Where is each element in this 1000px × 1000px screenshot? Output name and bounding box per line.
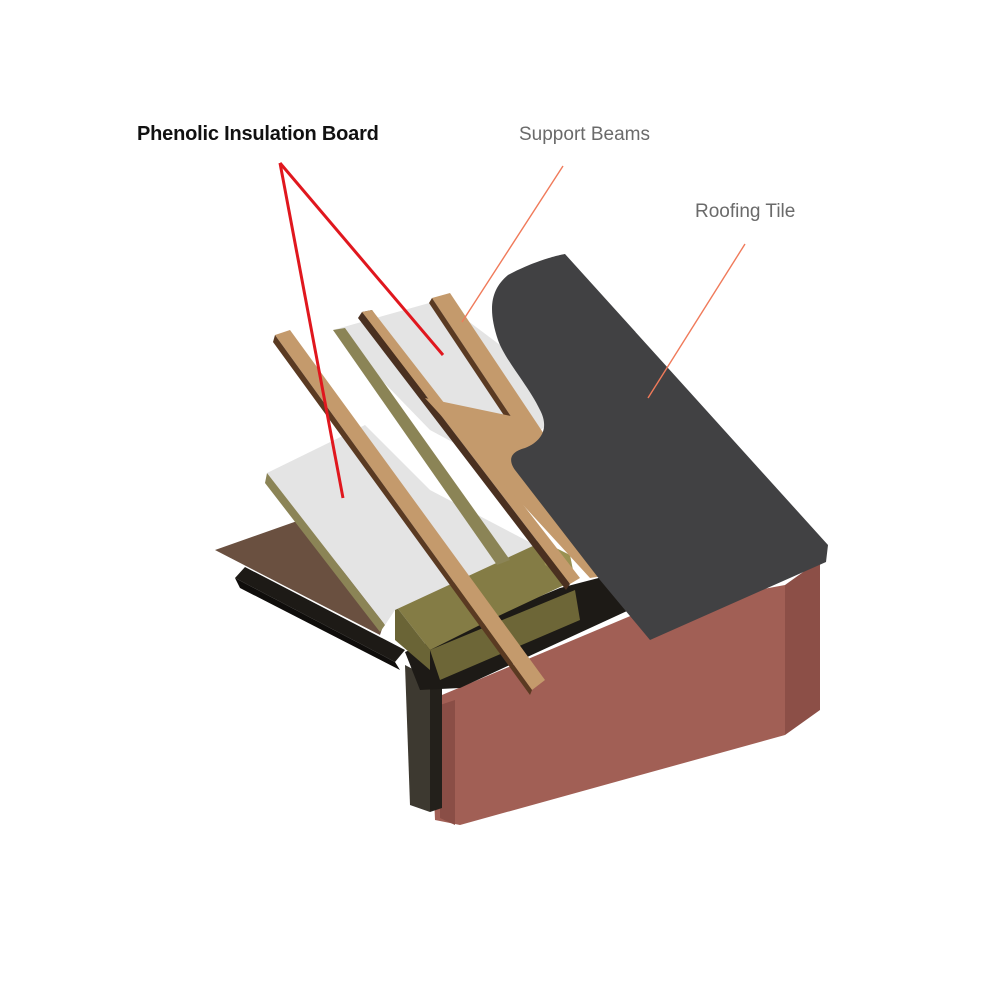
wall-post	[405, 665, 442, 812]
support-beams-label: Support Beams	[519, 124, 650, 145]
roofing-tile	[492, 254, 828, 640]
insulation-board-label: Phenolic Insulation Board	[137, 123, 379, 145]
support-beam-left	[273, 330, 545, 695]
beams-leader-line	[461, 165, 564, 323]
insulation-leader-lines	[278, 162, 445, 499]
tile-leader-line	[647, 243, 746, 399]
exterior-wall	[430, 560, 820, 825]
roofing-tile-label: Roofing Tile	[695, 201, 796, 222]
soffit-board	[215, 520, 405, 670]
